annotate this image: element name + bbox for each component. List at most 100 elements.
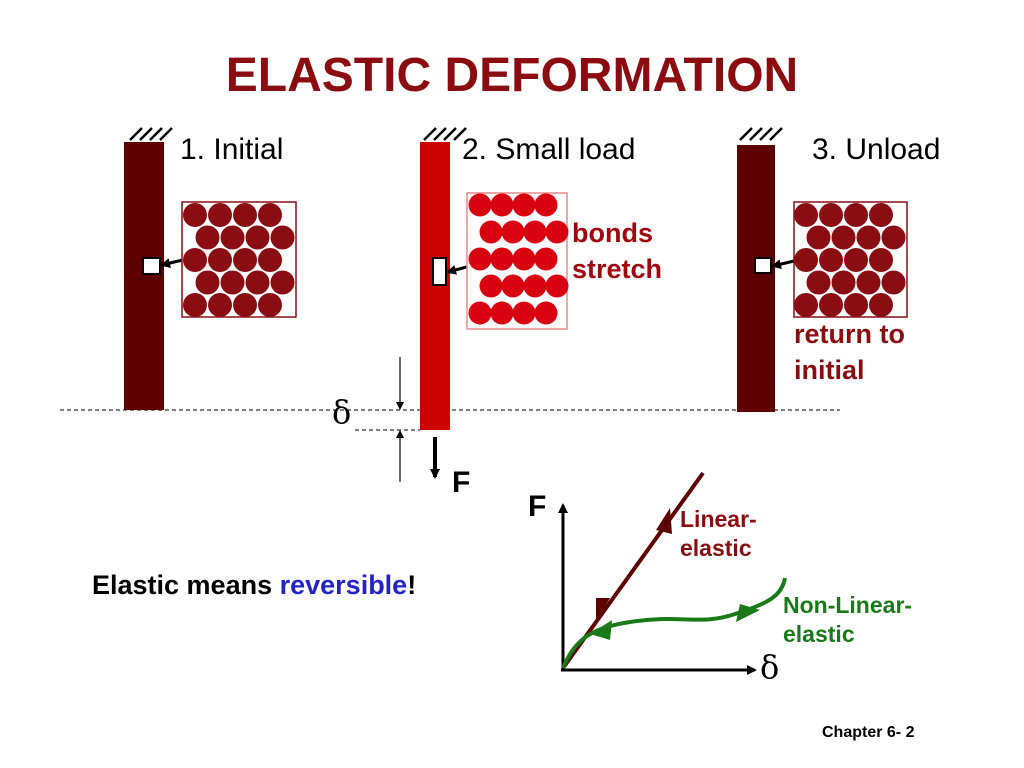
atom	[258, 293, 282, 317]
atom	[869, 203, 893, 227]
graph-y-label: F	[528, 490, 547, 523]
atom	[869, 248, 893, 272]
atom	[545, 274, 569, 298]
fixed-support-hatch	[739, 127, 783, 141]
atom	[856, 225, 881, 250]
atom	[856, 270, 881, 295]
atom	[270, 270, 295, 295]
bonds-stretch-label: bonds stretch	[572, 215, 662, 287]
fixed-support-hatch	[129, 127, 173, 141]
nonlinear-elastic-curve	[561, 577, 787, 669]
atom	[534, 193, 558, 217]
atom	[479, 274, 503, 298]
nonlinear-load-arrow	[736, 604, 760, 622]
sample-marker	[432, 257, 447, 286]
sample-marker	[754, 257, 772, 274]
atom-lattice-stretched	[466, 192, 569, 330]
atom	[490, 247, 514, 271]
atom	[512, 301, 536, 325]
atom	[183, 203, 207, 227]
atom	[479, 220, 503, 244]
linear-load-arrow	[656, 508, 672, 534]
atom	[233, 293, 257, 317]
linear-unload-arrow	[596, 598, 610, 622]
atom	[233, 203, 257, 227]
atom	[523, 274, 547, 298]
force-displacement-graph	[558, 471, 787, 675]
atom	[806, 225, 831, 250]
atom-lattice-unloaded	[793, 201, 908, 318]
atom	[258, 248, 282, 272]
atom	[512, 193, 536, 217]
linear-elastic-label: Linear- elastic	[680, 505, 757, 563]
atom	[831, 270, 856, 295]
atom	[468, 301, 492, 325]
atom	[183, 293, 207, 317]
atom	[819, 203, 843, 227]
atom	[490, 301, 514, 325]
step-label-unload: 3. Unload	[812, 133, 941, 166]
graph-x-label: δ	[760, 648, 780, 686]
sample-marker	[142, 257, 161, 275]
linear-label-line1: Linear-	[680, 506, 757, 532]
linear-label-line2: elastic	[680, 535, 752, 561]
note-suffix: !	[407, 570, 417, 600]
atom	[245, 225, 270, 250]
return-to-initial-label: return to initial	[794, 316, 905, 388]
bonds-label-line2: stretch	[572, 254, 663, 284]
bonds-label-line1: bonds	[572, 218, 653, 248]
atom	[512, 247, 536, 271]
atom	[794, 248, 818, 272]
atom	[844, 248, 868, 272]
atom	[195, 270, 220, 295]
atom	[831, 225, 856, 250]
atom	[258, 203, 282, 227]
atom	[869, 293, 893, 317]
atom	[844, 203, 868, 227]
nonlinear-elastic-label: Non-Linear- elastic	[783, 591, 912, 649]
elastic-note: Elastic means reversible!	[92, 570, 416, 601]
bar-small-load	[420, 127, 486, 479]
atom	[794, 203, 818, 227]
atom	[523, 220, 547, 244]
step-label-initial: 1. Initial	[180, 133, 284, 166]
atom	[195, 225, 220, 250]
atom	[501, 274, 525, 298]
note-highlight: reversible	[279, 570, 408, 600]
return-label-line2: initial	[794, 355, 865, 385]
atom	[501, 220, 525, 244]
atom	[208, 293, 232, 317]
atom	[233, 248, 257, 272]
atom	[545, 220, 569, 244]
chapter-footer: Chapter 6- 2	[822, 724, 915, 741]
atom	[806, 270, 831, 295]
atom	[490, 193, 514, 217]
atom	[881, 225, 906, 250]
nonlinear-label-line1: Non-Linear-	[783, 592, 913, 618]
fixed-support-hatch	[423, 127, 467, 141]
atom	[468, 247, 492, 271]
atom-lattice-initial	[181, 201, 297, 318]
delta-symbol: δ	[332, 393, 352, 431]
atom	[220, 225, 245, 250]
atom	[183, 248, 207, 272]
atom	[844, 293, 868, 317]
atom	[245, 270, 270, 295]
force-label: F	[452, 466, 471, 499]
atom	[270, 225, 295, 250]
atom	[534, 247, 558, 271]
atom	[208, 203, 232, 227]
return-label-line1: return to	[794, 319, 905, 349]
atom	[881, 270, 906, 295]
note-prefix: Elastic means	[92, 570, 280, 600]
slide-title: ELASTIC DEFORMATION	[225, 49, 799, 102]
atom	[819, 293, 843, 317]
atom	[819, 248, 843, 272]
nonlinear-label-line2: elastic	[783, 621, 855, 647]
atom	[468, 193, 492, 217]
atom	[220, 270, 245, 295]
nonlinear-unload-arrow	[590, 620, 612, 640]
step-label-small-load: 2. Small load	[462, 133, 636, 166]
atom	[534, 301, 558, 325]
